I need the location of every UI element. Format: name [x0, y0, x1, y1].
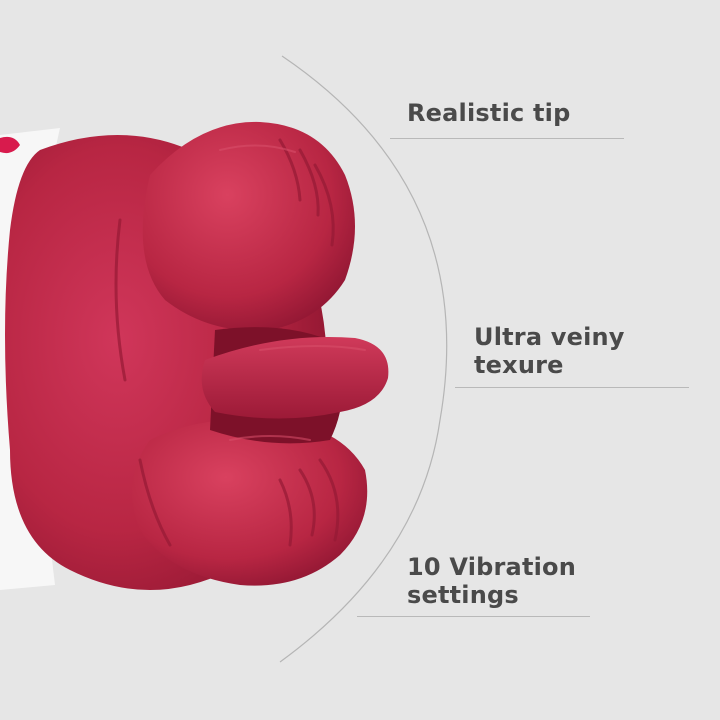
lower-lip [132, 419, 368, 586]
feature-3-line-2: settings [407, 581, 519, 609]
power-button-icon [0, 136, 20, 154]
feature-1-line-1: Realistic tip [407, 99, 571, 127]
feature-label-veiny-texture: Ultra veiny texure [474, 323, 625, 379]
feature-3-line-1: 10 Vibration [407, 553, 577, 581]
feature-label-realistic-tip: Realistic tip [407, 99, 570, 127]
feature-2-line-1: Ultra veiny [474, 323, 625, 351]
feature-3-divider [357, 616, 590, 617]
tongue [201, 336, 389, 419]
upper-lip [142, 121, 355, 331]
feature-2-line-2: texure [474, 351, 564, 379]
feature-label-vibration-settings: 10 Vibration settings [407, 553, 576, 609]
guide-arc [279, 55, 448, 663]
vein-texture [114, 138, 340, 547]
feature-1-divider [390, 138, 624, 139]
feature-2-divider [455, 387, 689, 388]
